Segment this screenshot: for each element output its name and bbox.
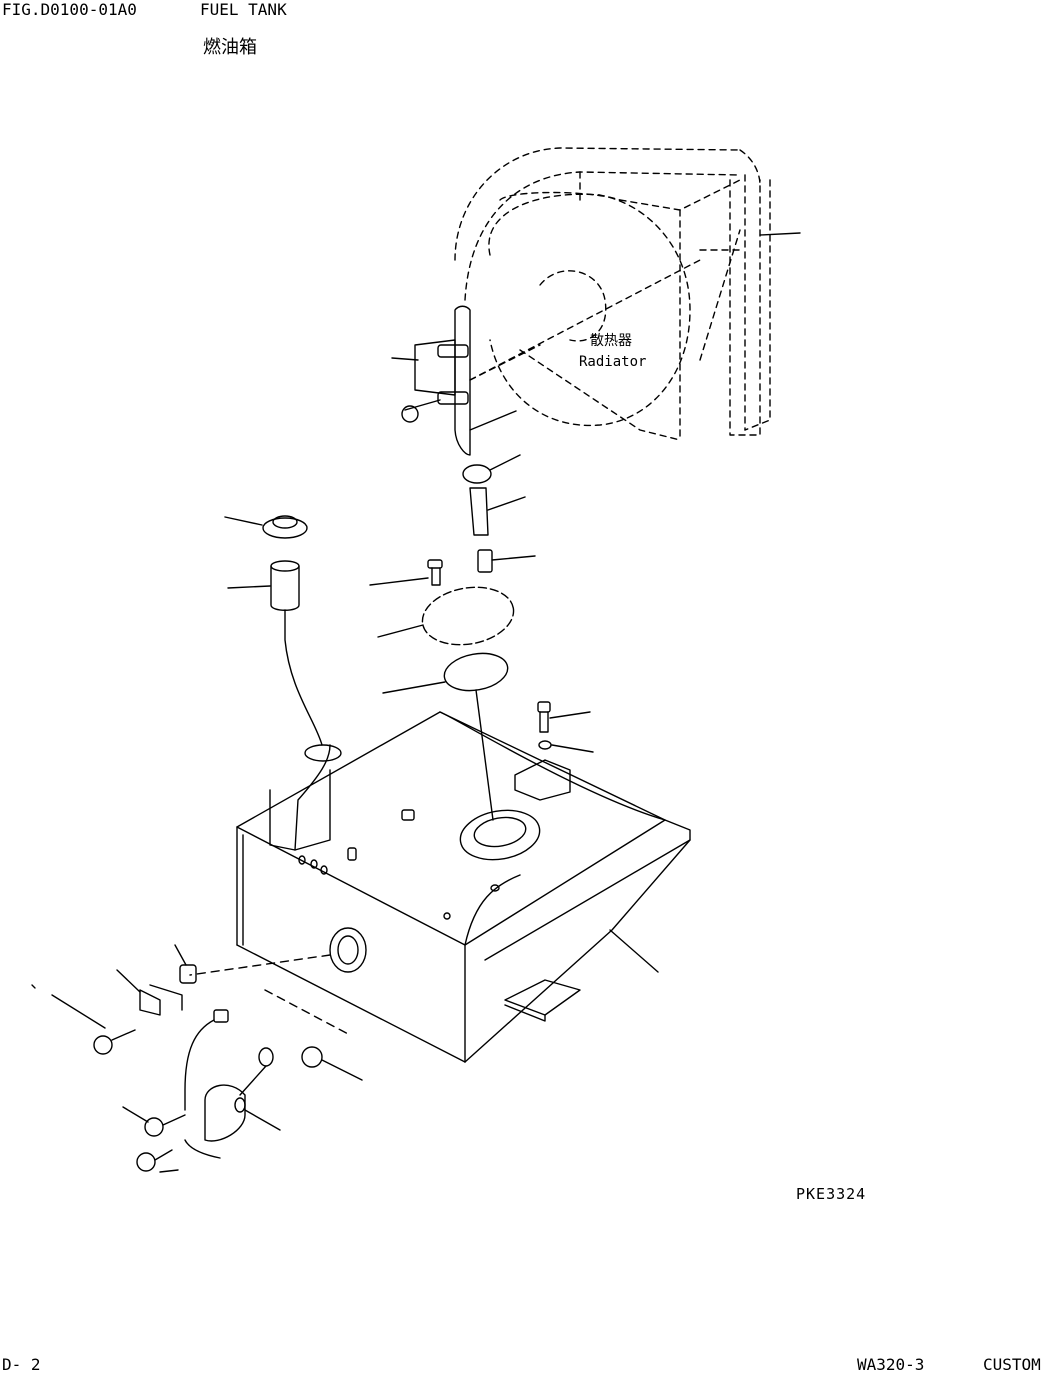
drain-cock — [185, 1010, 362, 1158]
filler-cap — [225, 516, 307, 538]
machine-model: WA320-3 — [857, 1355, 925, 1374]
figure-title-cn: 燃油箱 — [203, 37, 257, 58]
breather-fitting — [478, 550, 535, 572]
bolt-icon — [402, 406, 418, 422]
leader-line-radiator-bracket — [760, 233, 800, 235]
drain-bracket — [117, 970, 182, 1015]
radiator-label-en: Radiator — [579, 354, 646, 370]
fuel-hose — [470, 488, 525, 535]
figure-id: FIG.D0100-01A0 — [2, 0, 137, 19]
page-number: D- 2 — [2, 1355, 41, 1374]
fuel-tank-body — [237, 712, 690, 1062]
drain-hose-dashed — [190, 955, 350, 1035]
leader-line-bracket — [392, 358, 418, 360]
gasket — [383, 649, 511, 820]
drain-valve — [175, 945, 196, 983]
drain-plug-bolts — [123, 1107, 185, 1172]
mounting-bolt — [370, 560, 442, 585]
hose-clamp — [463, 455, 520, 483]
leader-line-cover — [378, 625, 423, 637]
drawing-code: PKE3324 — [796, 1185, 867, 1203]
radiator-outline — [455, 148, 770, 440]
leader-line-tank — [610, 930, 658, 972]
drain-bolt — [32, 985, 135, 1054]
mount-bolt-right — [515, 702, 593, 800]
variant-label: CUSTOM — [983, 1355, 1041, 1374]
cover-plate — [418, 580, 518, 651]
filler-pipe-assembly — [402, 306, 516, 455]
fuel-strainer — [228, 561, 322, 745]
figure-title: FUEL TANK — [200, 0, 287, 19]
radiator-label-cn: 散热器 — [590, 333, 632, 349]
